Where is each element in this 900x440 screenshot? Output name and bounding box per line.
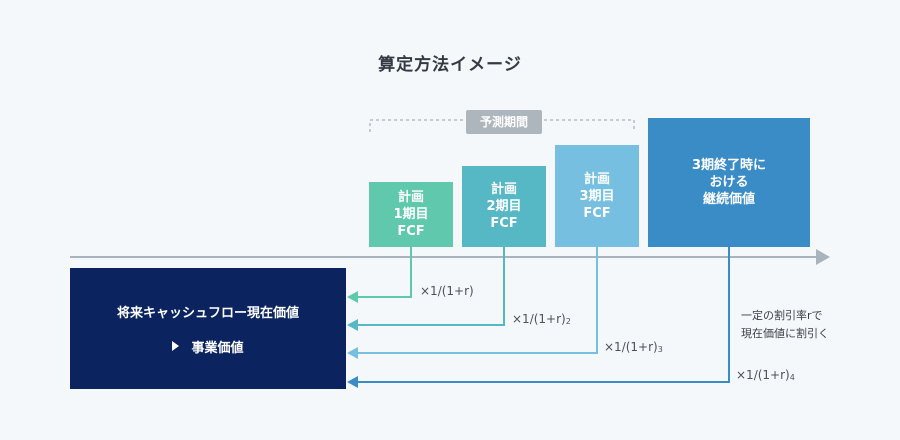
triangle-right-icon xyxy=(172,341,180,351)
terminal-value-box: 3期終了時に おける 継続価値 xyxy=(648,118,810,247)
discount-factor-3: ×1/(1+r)3 xyxy=(604,340,663,354)
discount-note-line: 現在価値に割引く xyxy=(741,327,829,340)
business-value-label: 事業価値 xyxy=(191,340,244,356)
period-box-line: 計画 xyxy=(583,171,610,187)
period-box-2: 計画 2期目 FCF xyxy=(462,166,546,247)
forecast-period-label: 予測期間 xyxy=(466,110,542,134)
present-value-label: 将来キャッシュフロー現在価値 xyxy=(116,305,299,321)
period-box-line: FCF xyxy=(583,205,611,221)
discount-factor-exponent: 3 xyxy=(657,345,663,354)
discount-factor-2: ×1/(1+r)2 xyxy=(512,312,571,326)
discount-factor-text: ×1/(1+r) xyxy=(736,368,790,382)
timeline-arrowhead xyxy=(816,249,830,265)
discount-factor-text: ×1/(1+r) xyxy=(420,284,474,298)
period-box-line: 1期目 xyxy=(393,207,429,222)
page-title: 算定方法イメージ xyxy=(378,55,522,75)
period-box-line: 3期目 xyxy=(579,188,615,204)
business-value-row: 事業価値 xyxy=(172,337,244,356)
period-box-3: 計画 3期目 FCF xyxy=(555,145,639,247)
discount-factor-exponent: 4 xyxy=(789,373,795,382)
discount-factor-1: ×1/(1+r) xyxy=(420,284,474,298)
discount-factor-exponent: 2 xyxy=(565,317,571,326)
discount-note: 一定の割引率rで 現在価値に割引く xyxy=(741,307,829,343)
period-box-line: FCF xyxy=(397,224,425,239)
period-box-line: 計画 xyxy=(397,190,424,205)
period-box-line: FCF xyxy=(490,216,518,231)
discount-note-line: 一定の割引率rで xyxy=(741,309,823,322)
terminal-box-line: 継続価値 xyxy=(702,192,755,207)
terminal-box-line: おける xyxy=(709,175,749,190)
discount-factor-text: ×1/(1+r) xyxy=(604,340,658,354)
terminal-box-line: 3期終了時に xyxy=(691,158,767,173)
discount-factor-terminal: ×1/(1+r)4 xyxy=(736,368,795,382)
period-box-1: 計画 1期目 FCF xyxy=(369,182,453,247)
discount-arrow-terminal xyxy=(347,247,730,388)
discount-factor-text: ×1/(1+r) xyxy=(512,312,566,326)
discount-arrow-3 xyxy=(347,247,598,359)
discount-arrow-1 xyxy=(347,247,412,303)
period-box-line: 計画 xyxy=(490,182,517,197)
discount-arrow-2 xyxy=(347,247,505,331)
period-box-line: 2期目 xyxy=(486,199,522,214)
present-value-box: 将来キャッシュフロー現在価値 事業価値 xyxy=(70,268,346,389)
